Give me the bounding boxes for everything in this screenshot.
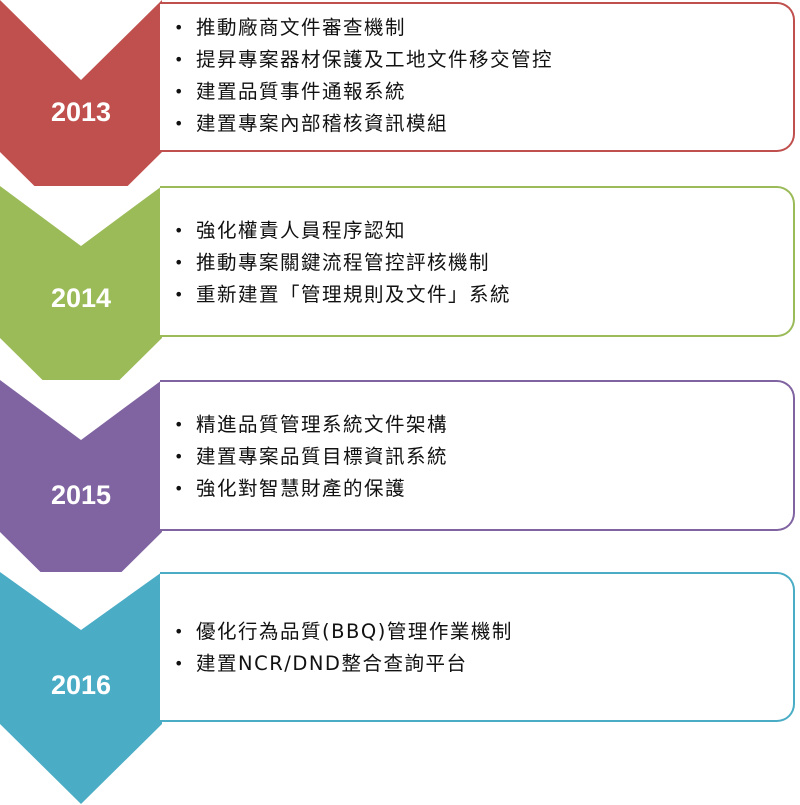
chevron-notch — [0, 380, 162, 440]
list-item: •建置品質事件通報系統 — [174, 76, 553, 108]
year-label: 2014 — [50, 283, 112, 313]
item-list: •精進品質管理系統文件架構 •建置專案品質目標資訊系統 •強化對智慧財產的保護 — [174, 409, 448, 505]
bullet-icon: • — [174, 654, 185, 673]
bullet-icon: • — [174, 479, 185, 498]
list-item: •強化權責人員程序認知 — [174, 215, 511, 247]
step-content-box: •強化權責人員程序認知 •推動專案關鍵流程管控評核機制 •重新建置「管理規則及文… — [160, 186, 795, 337]
list-item: •重新建置「管理規則及文件」系統 — [174, 279, 511, 311]
list-item: •提昇專案器材保護及工地文件移交管控 — [174, 44, 553, 76]
list-item: •建置專案品質目標資訊系統 — [174, 441, 448, 473]
year-label: 2013 — [50, 97, 112, 127]
list-item: •強化對智慧財產的保護 — [174, 473, 448, 505]
bullet-icon: • — [174, 221, 185, 240]
bullet-icon: • — [174, 18, 185, 37]
bullet-icon: • — [174, 82, 185, 101]
bullet-icon: • — [174, 50, 185, 69]
item-list: •推動廠商文件審查機制 •提昇專案器材保護及工地文件移交管控 •建置品質事件通報… — [174, 12, 553, 140]
chevron-shape — [0, 0, 162, 232]
bullet-icon: • — [174, 253, 185, 272]
chevron-shape — [0, 186, 162, 418]
item-list: •強化權責人員程序認知 •推動專案關鍵流程管控評核機制 •重新建置「管理規則及文… — [174, 215, 511, 311]
list-item: •建置專案內部稽核資訊模組 — [174, 108, 553, 140]
item-list: •優化行為品質(BBQ)管理作業機制 •建置NCR/DND整合查詢平台 — [174, 616, 513, 680]
bullet-icon: • — [174, 415, 185, 434]
list-item: •推動廠商文件審查機制 — [174, 12, 553, 44]
step-content-box: •推動廠商文件審查機制 •提昇專案器材保護及工地文件移交管控 •建置品質事件通報… — [160, 2, 795, 152]
list-item: •精進品質管理系統文件架構 — [174, 409, 448, 441]
chevron-arrow — [0, 0, 162, 232]
step-content-box: •優化行為品質(BBQ)管理作業機制 •建置NCR/DND整合查詢平台 — [160, 572, 795, 722]
chevron-arrow — [0, 186, 162, 418]
chevron-shape — [0, 572, 162, 804]
bullet-icon: • — [174, 285, 185, 304]
bullet-icon: • — [174, 114, 185, 133]
chevron-notch — [0, 572, 162, 630]
chevron-notch — [0, 0, 162, 80]
chevron-arrow — [0, 380, 162, 612]
chevron-shape — [0, 380, 162, 612]
year-label: 2016 — [50, 670, 112, 700]
bullet-icon: • — [174, 622, 185, 641]
list-item: •優化行為品質(BBQ)管理作業機制 — [174, 616, 513, 648]
year-label: 2015 — [50, 480, 112, 510]
chevron-notch — [0, 186, 162, 246]
step-content-box: •精進品質管理系統文件架構 •建置專案品質目標資訊系統 •強化對智慧財產的保護 — [160, 380, 795, 531]
list-item: •推動專案關鍵流程管控評核機制 — [174, 247, 511, 279]
bullet-icon: • — [174, 447, 185, 466]
chevron-arrow — [0, 572, 162, 804]
list-item: •建置NCR/DND整合查詢平台 — [174, 648, 513, 680]
